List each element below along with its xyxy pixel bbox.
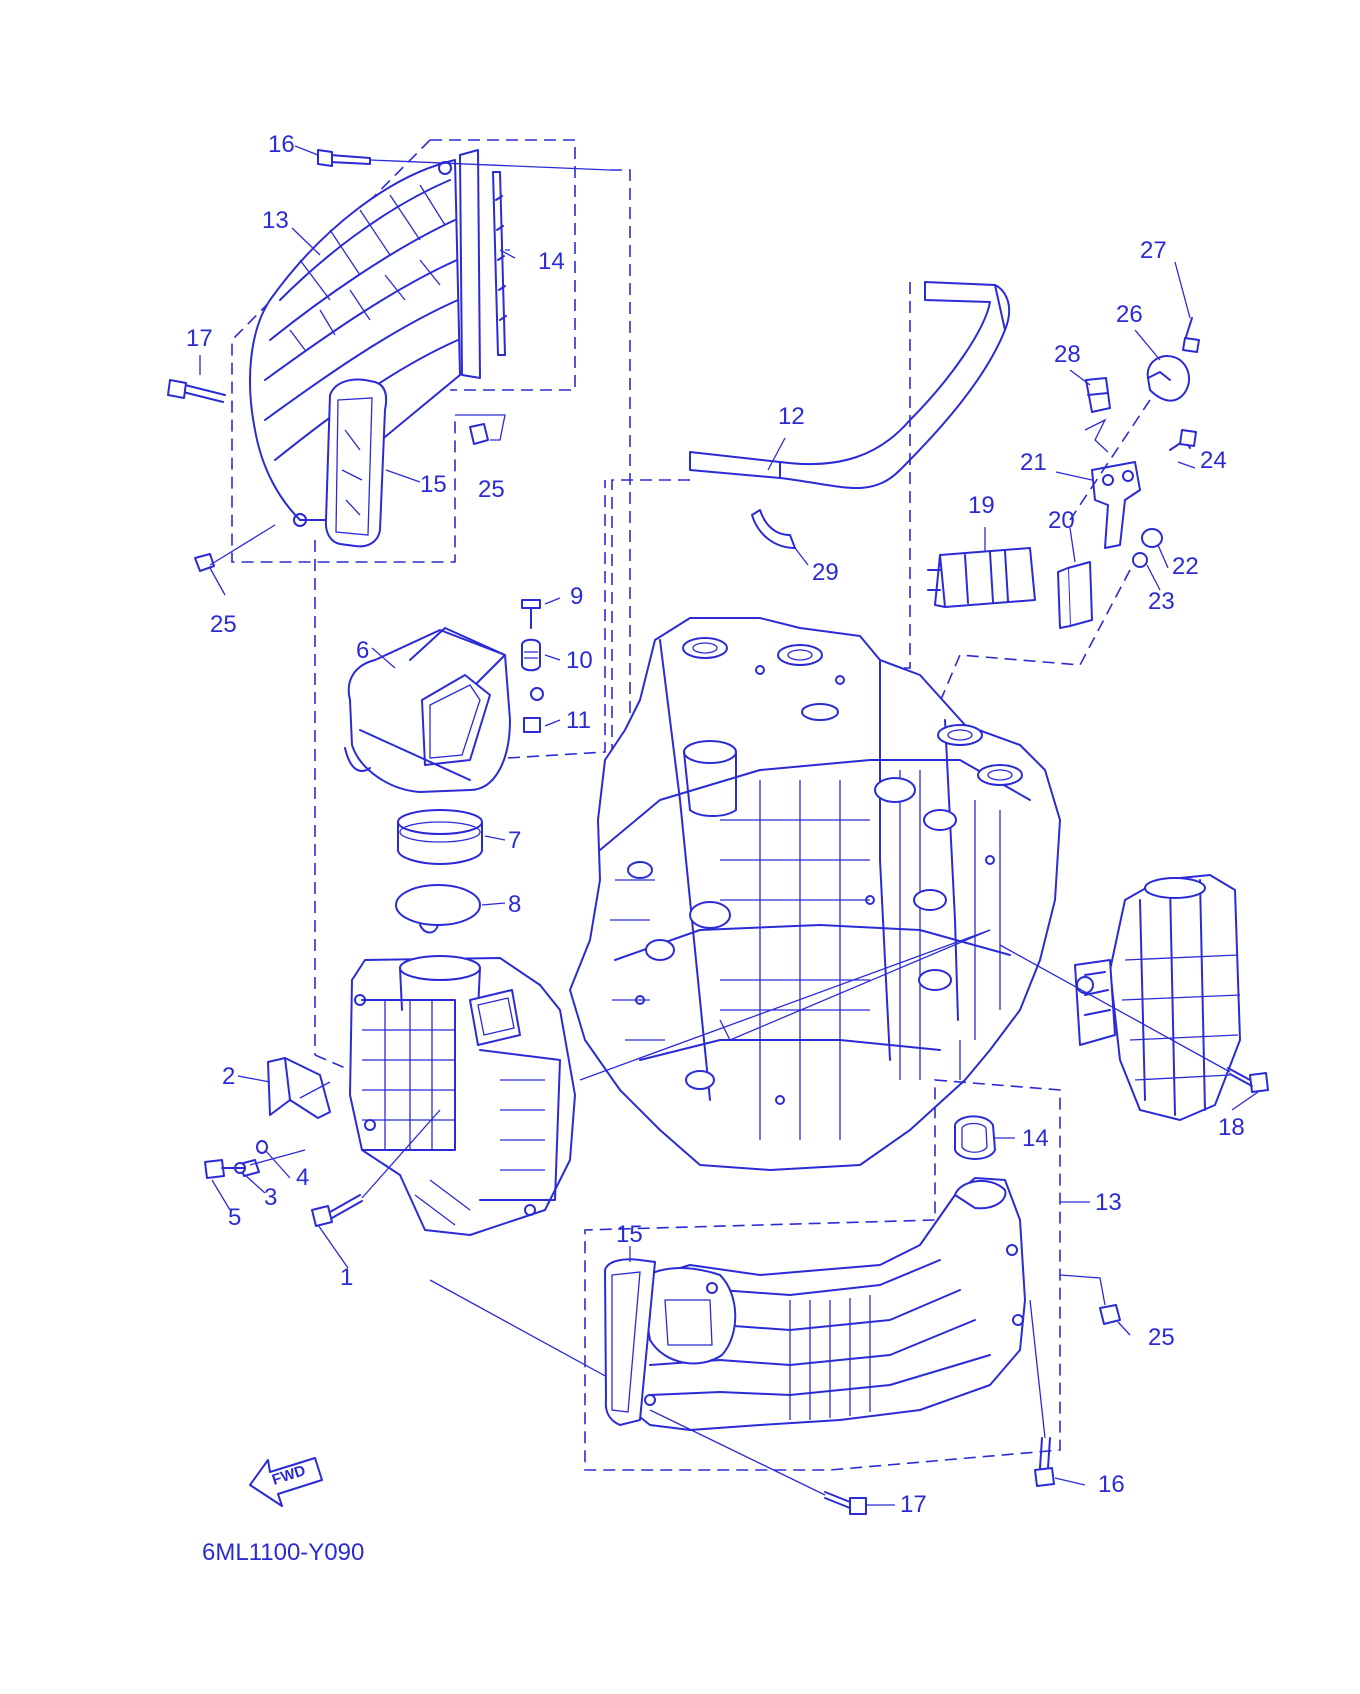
callout-11: 11 [566,707,591,734]
callout-13: 13 [1095,1189,1122,1216]
callout-20: 20 [1048,507,1075,534]
callout-27: 27 [1140,237,1167,264]
callout-16: 16 [268,131,295,158]
callout-8: 8 [508,891,521,918]
callout-19: 19 [968,492,995,519]
callout-3: 3 [264,1184,277,1211]
callout-12: 12 [778,403,805,430]
callout-25: 25 [1148,1324,1175,1351]
callout-7: 7 [508,827,521,854]
callout-15: 15 [420,471,447,498]
callout-4: 4 [296,1164,309,1191]
callout-6: 6 [356,637,369,664]
lower-intake-manifold-assembly [584,1079,1131,1515]
diagram-code: 6ML1100-Y090 [202,1539,364,1566]
callout-24: 24 [1200,447,1227,474]
callout-18: 18 [1218,1114,1245,1141]
intake-housing-assembly [204,955,576,1269]
upper-intake-manifold-assembly [167,139,670,1055]
callout-2: 2 [222,1063,235,1090]
callout-17: 17 [900,1491,927,1518]
callout-14: 14 [1022,1125,1049,1152]
callout-26: 26 [1116,301,1143,328]
callout-25: 25 [210,611,237,638]
callout-1: 1 [340,1264,353,1291]
callout-29: 29 [812,559,839,586]
callout-21: 21 [1020,449,1047,476]
fwd-arrow-icon: FWD [249,1457,323,1507]
callout-5: 5 [228,1204,241,1231]
vent-valve-assembly [914,261,1200,761]
callout-25: 25 [478,476,505,503]
callout-13: 13 [262,207,289,234]
engine-block [569,617,1061,1171]
callout-14: 14 [538,248,565,275]
callout-9: 9 [570,583,583,610]
callout-16: 16 [1098,1471,1125,1498]
callout-10: 10 [566,647,593,674]
fuel-pump-unit [999,874,1269,1121]
callout-15: 15 [616,1221,643,1248]
callout-labels: 16 13 14 17 15 25 25 12 27 26 28 24 21 1… [186,131,1245,1566]
callout-17: 17 [186,325,213,352]
throttle-intake-assembly [344,480,606,934]
callout-28: 28 [1054,341,1081,368]
callout-22: 22 [1172,553,1199,580]
callout-23: 23 [1148,588,1175,615]
